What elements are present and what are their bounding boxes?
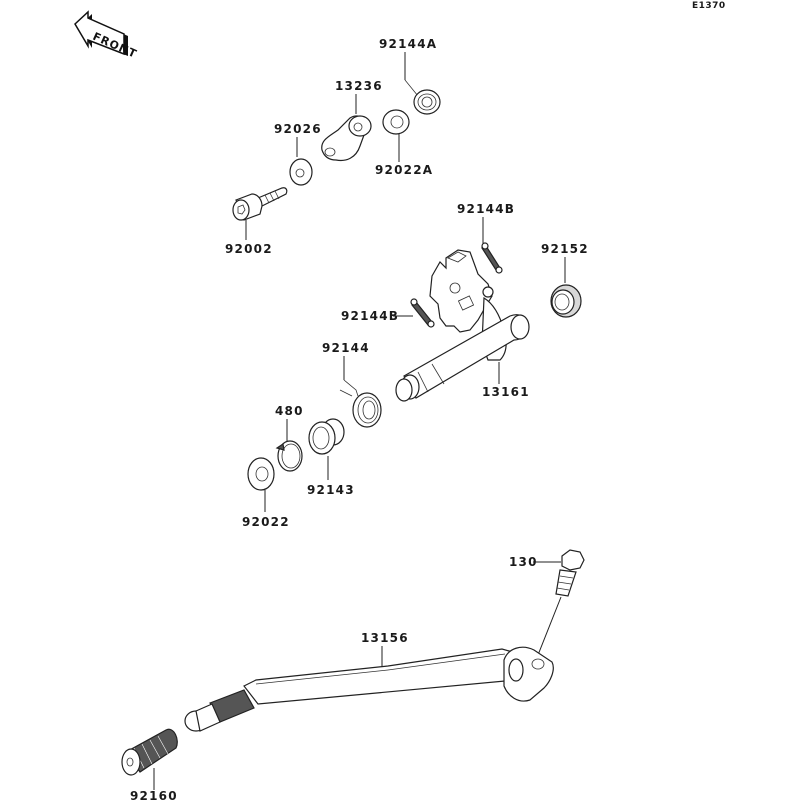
part-label-92002: 92002: [225, 242, 273, 256]
part-92022[interactable]: 92022: [242, 457, 290, 529]
part-92022A[interactable]: 92022A: [375, 109, 433, 177]
part-92026[interactable]: 92026: [274, 122, 322, 186]
part-label-480: 480: [275, 404, 304, 418]
part-92143[interactable]: 92143: [307, 418, 355, 497]
part-label-92144B-mid: 92144B: [341, 309, 399, 323]
part-label-13236: 13236: [335, 79, 383, 93]
part-label-92022A: 92022A: [375, 163, 433, 177]
part-label-92144A: 92144A: [379, 37, 437, 51]
part-label-130: 130: [509, 555, 538, 569]
part-label-92026: 92026: [274, 122, 322, 136]
part-label-92144B-top: 92144B: [457, 202, 515, 216]
diagram-code: E1370: [692, 1, 726, 11]
part-92144B-mid[interactable]: 92144B: [341, 298, 435, 328]
part-label-92144: 92144: [322, 341, 370, 355]
part-13161[interactable]: 13161: [395, 249, 530, 402]
part-92002[interactable]: 92002: [225, 187, 288, 256]
part-480[interactable]: 480: [275, 404, 304, 472]
part-label-92143: 92143: [307, 483, 355, 497]
part-label-92152: 92152: [541, 242, 589, 256]
part-92144B-top[interactable]: 92144B: [457, 202, 515, 274]
part-label-13161: 13161: [482, 385, 530, 399]
part-92144[interactable]: 92144: [322, 341, 382, 428]
part-13156[interactable]: 13156: [184, 631, 554, 732]
part-13236[interactable]: 13236: [321, 79, 383, 162]
part-92152[interactable]: 92152: [541, 242, 589, 318]
part-130[interactable]: 130: [509, 549, 585, 661]
front-arrow-icon: FRONT: [74, 10, 139, 61]
part-label-13156: 13156: [361, 631, 409, 645]
part-92160[interactable]: 92160: [121, 728, 178, 800]
part-label-92160: 92160: [130, 789, 178, 800]
part-label-92022: 92022: [242, 515, 290, 529]
part-92144A[interactable]: 92144A: [379, 37, 441, 115]
